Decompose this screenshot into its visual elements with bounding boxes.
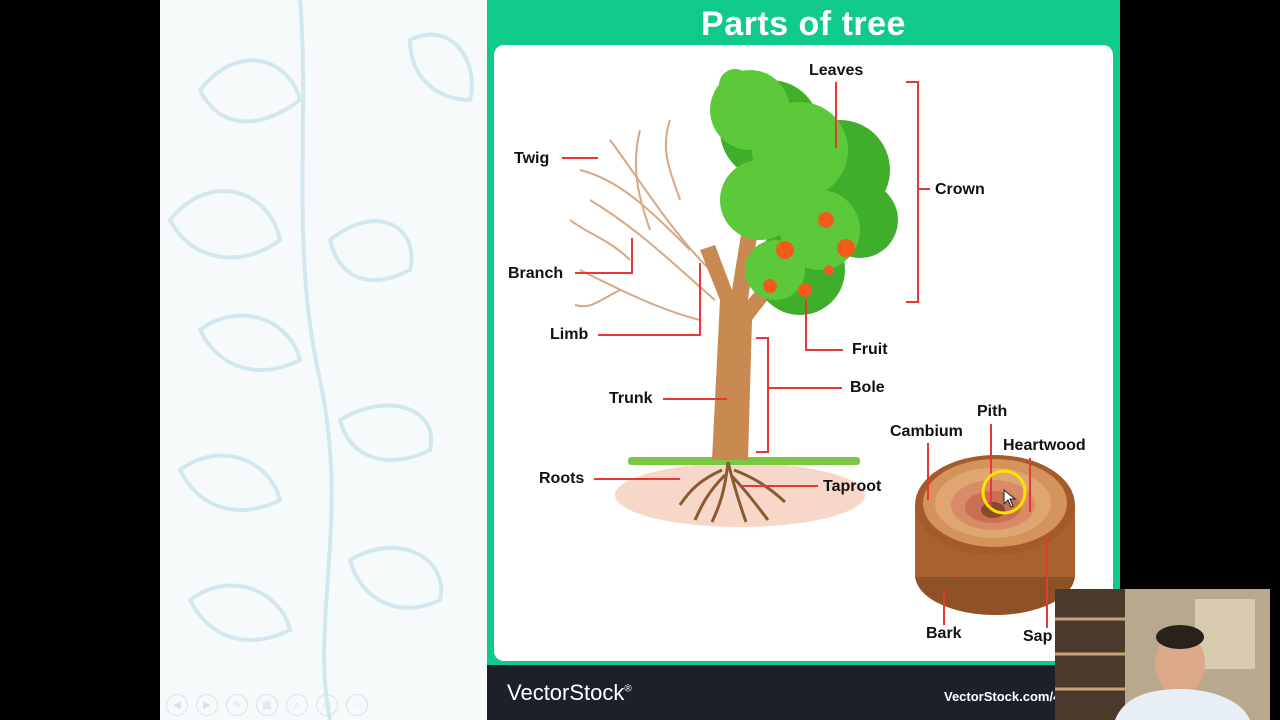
label-twig: Twig: [514, 150, 549, 168]
label-roots: Roots: [539, 470, 584, 488]
label-heartwood: Heartwood: [1003, 437, 1086, 455]
pen-icon[interactable]: ✎: [226, 694, 248, 716]
label-sapwood: Sap: [1023, 628, 1052, 646]
subtitle-icon[interactable]: ▭: [316, 694, 338, 716]
label-bark: Bark: [926, 625, 962, 643]
slideshow-controls: ◀ ▶ ✎ ▦ ⌕ ▭ ⋯: [166, 694, 368, 716]
slides-icon[interactable]: ▦: [256, 694, 278, 716]
label-bole: Bole: [850, 379, 885, 397]
zoom-icon[interactable]: ⌕: [286, 694, 308, 716]
prev-icon[interactable]: ◀: [166, 694, 188, 716]
label-limb: Limb: [550, 326, 588, 344]
label-trunk: Trunk: [609, 390, 653, 408]
presenter-video: [1055, 589, 1270, 720]
more-icon[interactable]: ⋯: [346, 694, 368, 716]
label-branch: Branch: [508, 265, 563, 283]
bare-branches: [570, 120, 715, 320]
label-cambium: Cambium: [890, 423, 963, 441]
label-fruit: Fruit: [852, 341, 888, 359]
label-crown: Crown: [935, 181, 985, 199]
tree-stump: [915, 455, 1075, 615]
label-taproot: Taproot: [823, 478, 881, 496]
label-leaves: Leaves: [809, 62, 863, 80]
next-icon[interactable]: ▶: [196, 694, 218, 716]
webcam-video: [1055, 589, 1270, 720]
label-pith: Pith: [977, 403, 1007, 421]
